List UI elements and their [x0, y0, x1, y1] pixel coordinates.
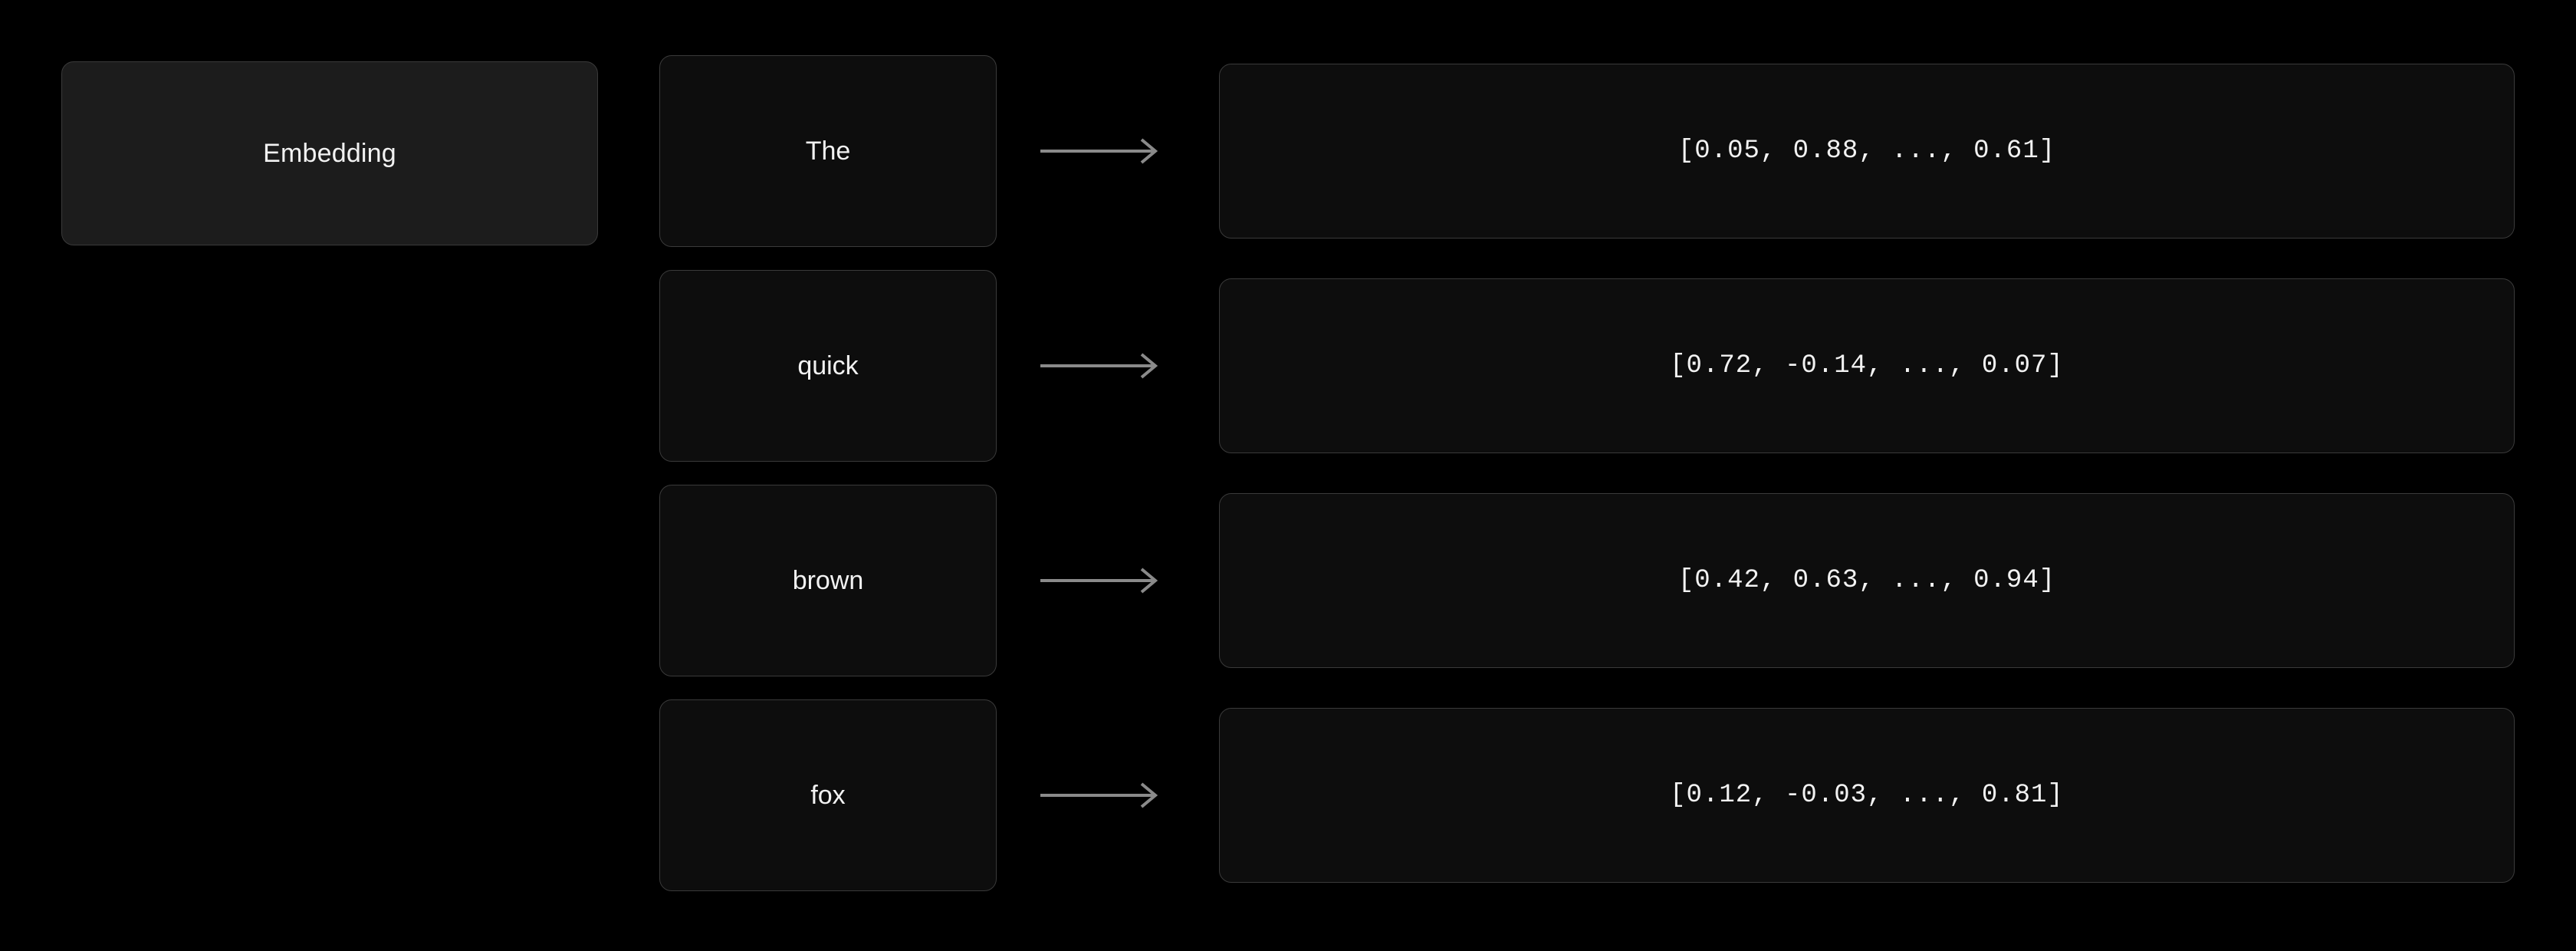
token-label: brown: [792, 566, 864, 595]
embedding-section-card: Embedding: [61, 61, 598, 245]
embedding-vector-value: [0.12, -0.03, ..., 0.81]: [1670, 781, 2064, 810]
embedding-vector-card[interactable]: [0.12, -0.03, ..., 0.81]: [1219, 708, 2515, 883]
embedding-vector-card[interactable]: [0.05, 0.88, ..., 0.61]: [1219, 64, 2515, 239]
long-rightwards-arrow-icon: [1039, 350, 1169, 381]
token-embedding-row: brown [0.42, 0.63, ..., 0.94]: [0, 485, 2576, 676]
long-rightwards-arrow-icon: [1039, 780, 1169, 811]
token-embedding-row: quick [0.72, -0.14, ..., 0.07]: [0, 270, 2576, 462]
token-card[interactable]: fox: [659, 699, 997, 891]
long-rightwards-arrow-icon: [1039, 565, 1169, 596]
token-embedding-row: The [0.05, 0.88, ..., 0.61]: [0, 55, 2576, 247]
token-embedding-row: fox [0.12, -0.03, ..., 0.81]: [0, 699, 2576, 891]
token-label: fox: [810, 781, 846, 810]
long-rightwards-arrow-icon: [1039, 136, 1169, 166]
embedding-vector-value: [0.72, -0.14, ..., 0.07]: [1670, 351, 2064, 380]
embedding-vector-value: [0.05, 0.88, ..., 0.61]: [1677, 137, 2056, 166]
embedding-vector-value: [0.42, 0.63, ..., 0.94]: [1677, 566, 2056, 595]
token-card[interactable]: brown: [659, 485, 997, 676]
embedding-section-label: Embedding: [263, 139, 396, 168]
embedding-vector-card[interactable]: [0.42, 0.63, ..., 0.94]: [1219, 493, 2515, 668]
token-label: quick: [797, 351, 859, 380]
token-card[interactable]: quick: [659, 270, 997, 462]
embedding-vector-card[interactable]: [0.72, -0.14, ..., 0.07]: [1219, 278, 2515, 453]
token-card[interactable]: The: [659, 55, 997, 247]
token-label: The: [805, 137, 851, 166]
